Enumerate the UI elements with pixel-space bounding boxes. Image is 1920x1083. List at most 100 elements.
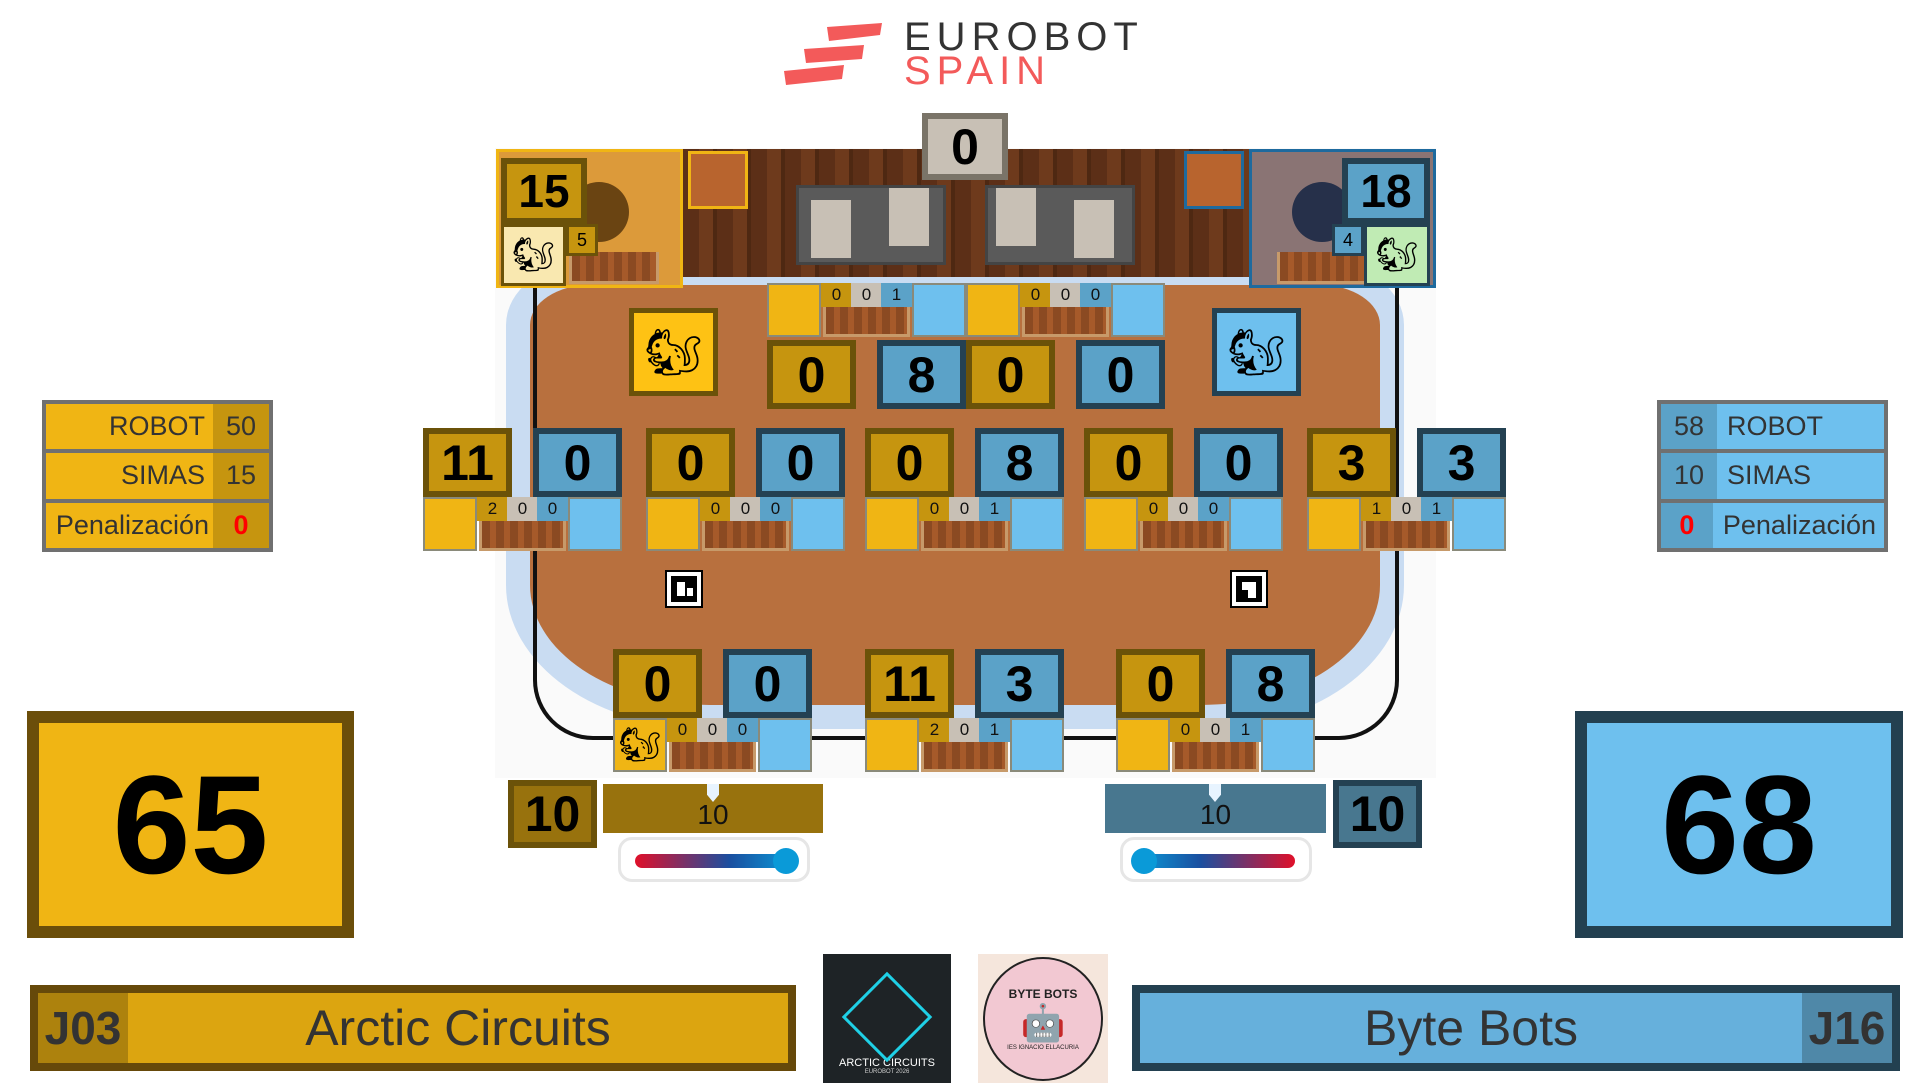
yellow-team-bar: J03 Arctic Circuits xyxy=(30,985,796,1071)
blue-team-name: Byte Bots xyxy=(1364,1000,1578,1056)
logo-text: BYTE BOTS xyxy=(1008,986,1078,1001)
blue-zone-score: 3 xyxy=(1417,428,1506,497)
yellow-zone-tile xyxy=(865,497,919,551)
row-label: SIMAS xyxy=(1717,453,1884,499)
zone-count: 0 xyxy=(1170,718,1201,742)
zone-count: 0 xyxy=(1168,497,1199,521)
yellow-thermometer-score: 10 xyxy=(508,780,597,848)
yellow-total-score: 65 xyxy=(27,711,354,938)
zone-count: 1 xyxy=(881,283,912,307)
yellow-zone-tile xyxy=(1116,718,1170,772)
zone-count: 0 xyxy=(730,497,761,521)
yellow-zone-score: 0 xyxy=(613,649,702,718)
eurobot-spain-logo: EUROBOT SPAIN xyxy=(782,15,1152,93)
aruco-marker-left-icon xyxy=(665,570,703,608)
zone-count: 0 xyxy=(697,718,728,742)
yellow-nest-score: 15 xyxy=(501,158,587,224)
acorn-crate xyxy=(1140,521,1227,551)
blue-total-score: 68 xyxy=(1575,711,1903,938)
row-label: SIMAS xyxy=(46,453,213,499)
yellow-zone-tile xyxy=(423,497,477,551)
blue-zone-tile xyxy=(1229,497,1283,551)
row-value: 0 xyxy=(1661,502,1713,548)
blue-zone-tile xyxy=(758,718,812,772)
aruco-marker-right-icon xyxy=(1230,570,1268,608)
acorn-crate xyxy=(1363,521,1450,551)
row-value: 0 xyxy=(213,502,269,548)
zone-count: 0 xyxy=(851,283,882,307)
logo-sub: IES IGNACIO ELLACURIA xyxy=(1007,1044,1079,1051)
blue-zone-tile xyxy=(1261,718,1315,772)
zone-count: 0 xyxy=(919,497,950,521)
acorn-crate xyxy=(1022,307,1109,337)
blue-zone-tile xyxy=(1010,718,1064,772)
zone-count: 0 xyxy=(821,283,852,307)
blue-zone-score: 0 xyxy=(723,649,812,718)
zone-count: 1 xyxy=(979,718,1010,742)
yellow-zone-tile xyxy=(1084,497,1138,551)
yellow-zone-score: 0 xyxy=(767,340,856,409)
blue-zone-tile xyxy=(1010,497,1064,551)
yellow-nest-squirrel-icon: 🐿 xyxy=(501,224,566,286)
blue-zone-score: 8 xyxy=(1226,649,1315,718)
bin-left xyxy=(796,185,946,265)
yellow-zone-tile xyxy=(865,718,919,772)
blue-zone-score: 8 xyxy=(877,340,966,409)
blue-zone-score: 0 xyxy=(756,428,845,497)
blue-zone-score: 8 xyxy=(975,428,1064,497)
blue-zone-tile xyxy=(791,497,845,551)
acorn-crate xyxy=(669,742,756,772)
yellow-thermometer-bar: 10 xyxy=(603,784,823,833)
logo-stripes-icon xyxy=(784,23,882,85)
byte-bots-logo: BYTE BOTS 🤖 IES IGNACIO ELLACURIA xyxy=(978,954,1108,1083)
zone-count: 1 xyxy=(1361,497,1392,521)
yellow-corner-marker xyxy=(688,151,748,209)
bear-icon xyxy=(841,971,933,1063)
blue-nest-crate xyxy=(1277,252,1367,284)
blue-thermometer-bar: 10 xyxy=(1105,784,1326,833)
blue-thermometer-score: 10 xyxy=(1333,780,1422,848)
yellow-zone-tile xyxy=(646,497,700,551)
blue-team-bar: Byte Bots J16 xyxy=(1132,985,1900,1071)
acorn-crate xyxy=(823,307,910,337)
logo-text: ARCTIC CIRCUITS xyxy=(839,1057,935,1069)
zone-count: 0 xyxy=(700,497,731,521)
zone-count: 0 xyxy=(1138,497,1169,521)
yellow-zone-score: 0 xyxy=(1084,428,1173,497)
zone-count: 0 xyxy=(667,718,698,742)
row-label: Penalización xyxy=(46,502,213,548)
row-value: 58 xyxy=(1661,404,1717,450)
zone-count: 0 xyxy=(1080,283,1111,307)
yellow-nest-count: 5 xyxy=(566,224,598,256)
yellow-zone-tile xyxy=(966,283,1020,337)
blue-nest-squirrel-icon: 🐿 xyxy=(1364,224,1430,286)
blue-corner-marker xyxy=(1184,151,1244,209)
robot-icon: 🤖 xyxy=(1020,1001,1066,1043)
blue-zone-score: 3 xyxy=(975,649,1064,718)
blue-team-code: J16 xyxy=(1802,993,1892,1063)
zone-count: 1 xyxy=(1421,497,1452,521)
acorn-crate xyxy=(479,521,566,551)
blue-zone-tile xyxy=(912,283,966,337)
zone-count: 0 xyxy=(1200,718,1231,742)
zone-count: 2 xyxy=(919,718,950,742)
blue-nest-count: 4 xyxy=(1332,224,1364,256)
row-label: ROBOT xyxy=(46,404,213,450)
yellow-thermometer-value: 10 xyxy=(697,799,729,830)
yellow-zone-score: 11 xyxy=(423,428,512,497)
blue-zone-tile xyxy=(568,497,622,551)
zone-count: 0 xyxy=(949,497,980,521)
zone-count: 0 xyxy=(760,497,791,521)
yellow-thermometer xyxy=(618,837,810,882)
zone-count: 0 xyxy=(949,718,980,742)
yellow-marker-icon xyxy=(707,784,719,802)
yellow-zone-score: 3 xyxy=(1307,428,1396,497)
